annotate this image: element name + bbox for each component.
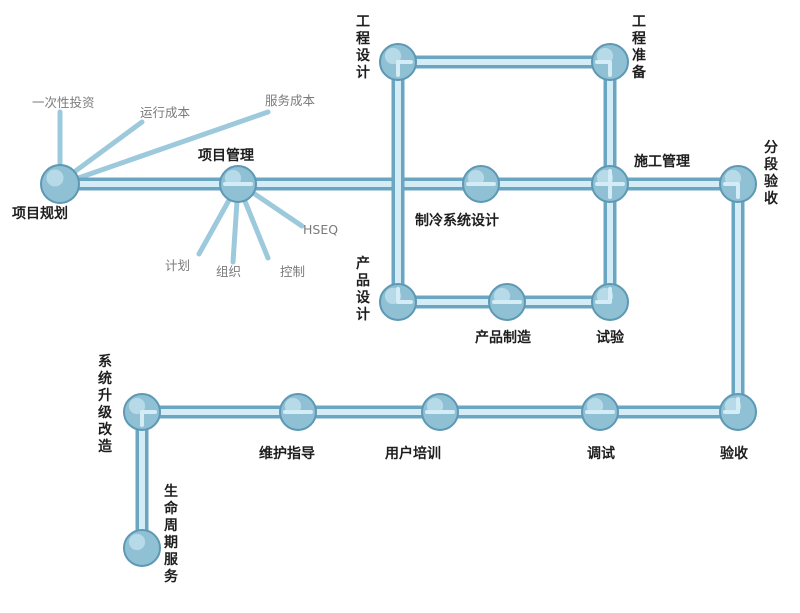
node-project-management (219, 165, 257, 203)
label-construction-management: 施工管理 (634, 153, 690, 170)
label-plan: 计划 (165, 258, 190, 273)
label-product-design: 产品设计 (356, 255, 371, 323)
label-system-upgrade: 系统升级改造 (98, 353, 113, 455)
label-engineering-design: 工程设计 (356, 14, 371, 81)
label-operating-cost: 运行成本 (140, 105, 191, 120)
label-lifecycle-service: 生命周期服务 (163, 483, 179, 585)
label-acceptance: 验收 (720, 445, 749, 462)
label-commissioning: 调试 (587, 445, 615, 462)
node-maintenance-guidance (279, 393, 317, 431)
node-product-design (379, 283, 417, 321)
branch-service-cost (61, 109, 271, 186)
label-organization: 组织 (216, 264, 241, 279)
label-maintenance-guidance: 维护指导 (259, 445, 315, 462)
label-test: 试验 (596, 329, 625, 346)
label-product-manufacturing: 产品制造 (475, 329, 531, 346)
node-engineering-design (379, 43, 417, 81)
node-user-training (421, 393, 459, 431)
label-control: 控制 (280, 264, 305, 279)
label-project-management: 项目管理 (198, 147, 254, 164)
labels: 项目规划 项目管理 制冷系统设计 施工管理 产品制造 试验 维护指导 用户培训 … (12, 93, 749, 462)
node-system-upgrade (123, 393, 161, 431)
label-hseq: HSEQ (303, 222, 338, 237)
node-product-manufacturing (488, 283, 526, 321)
label-project-planning: 项目规划 (12, 205, 68, 222)
node-project-planning (40, 164, 80, 204)
node-phased-acceptance (719, 165, 757, 203)
node-lifecycle-service (123, 529, 161, 567)
node-commissioning (581, 393, 619, 431)
node-refrigeration-design (462, 165, 500, 203)
label-user-training: 用户培训 (385, 445, 441, 462)
label-engineering-preparation: 工程准备 (631, 14, 647, 81)
label-phased-acceptance: 分段验收 (764, 140, 779, 207)
node-acceptance (719, 393, 757, 431)
node-test (591, 283, 629, 321)
node-construction-management (591, 165, 629, 203)
label-refrigeration-design: 制冷系统设计 (415, 212, 499, 229)
label-one-time-investment: 一次性投资 (32, 95, 95, 110)
label-service-cost: 服务成本 (265, 93, 316, 108)
node-circles (40, 43, 757, 567)
node-engineering-preparation (591, 43, 629, 81)
vertical-labels: 工程设计 工程准备 分段验收 产品设计 系统升级改造 生命周期服务 (98, 14, 779, 585)
